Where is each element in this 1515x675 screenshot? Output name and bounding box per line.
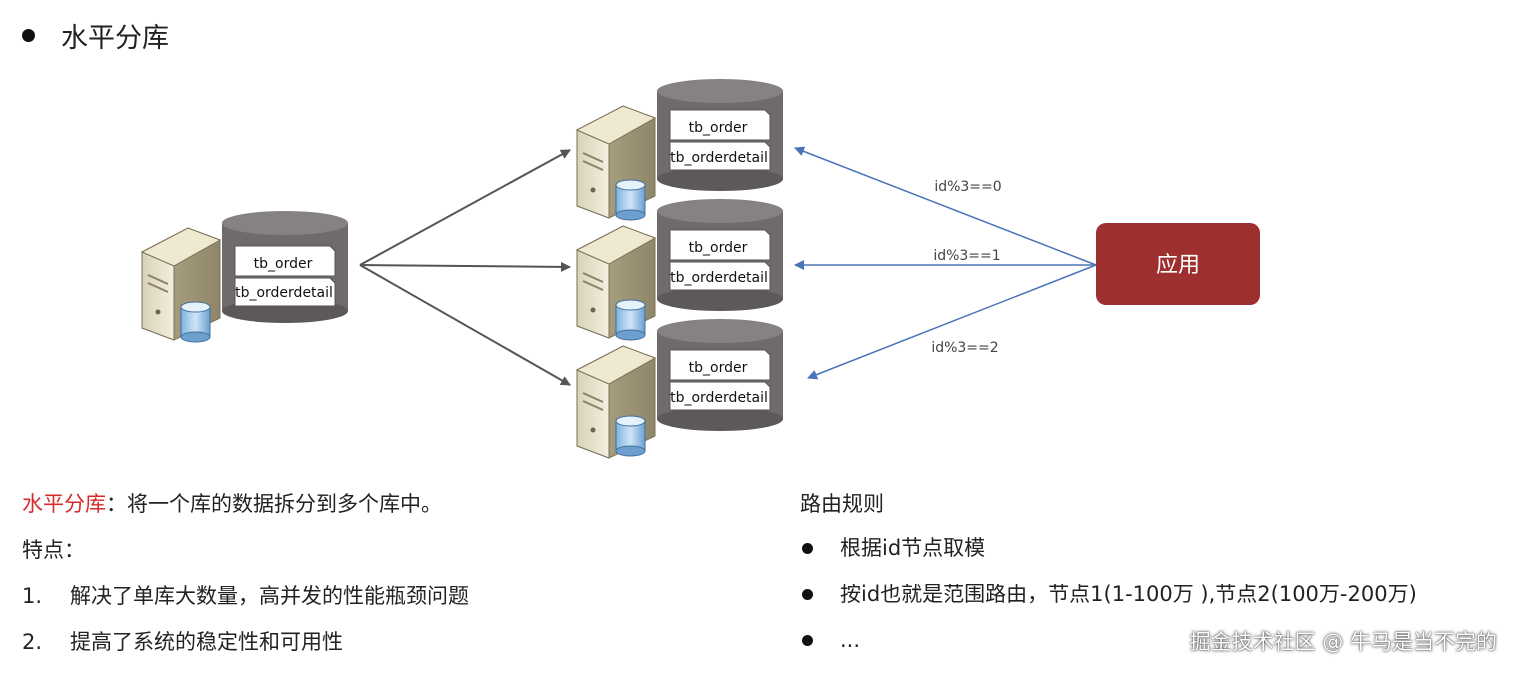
shard-node-0: tb_order tb_orderdetail (575, 79, 783, 221)
feature-item-2: 2. 提高了系统的稳定性和可用性 (22, 632, 343, 653)
route-arrow-0 (794, 146, 1097, 266)
source-db-node: tb_order tb_orderdetail (140, 211, 348, 343)
table-label: tb_order (689, 360, 748, 376)
feature-text: 解决了单库大数量，高并发的性能瓶颈问题 (70, 584, 469, 608)
routing-text: ... (840, 628, 861, 652)
term-highlight: 水平分库 (22, 492, 106, 516)
table-label: tb_order (689, 240, 748, 256)
features-label: 特点： (22, 538, 85, 562)
split-arrow-2 (359, 264, 571, 386)
shard-node-1: tb_order tb_orderdetail (575, 199, 783, 341)
table-card-tb-order: tb_order (234, 245, 336, 277)
list-number: 1. (22, 584, 43, 608)
table-label: tb_order (254, 256, 313, 272)
table-label: tb_orderdetail (670, 150, 768, 166)
routing-item-2: 按id也就是范围路由，节点1(1-100万 ),节点2(100万-200万) (802, 584, 1515, 605)
heading-row: 水平分库 (22, 16, 169, 55)
route-label-1: id%3==1 (933, 248, 1000, 264)
routing-heading: 路由规则 (800, 492, 884, 516)
app-label: 应用 (1156, 253, 1200, 278)
split-arrow-1 (359, 261, 571, 272)
table-label: tb_orderdetail (670, 270, 768, 286)
split-arrow-0 (359, 149, 571, 266)
watermark: 掘金技术社区 @ 牛马是当不完的 (1189, 630, 1497, 654)
bullet-dot (802, 543, 813, 554)
routing-text: 根据id节点取模 (840, 536, 986, 560)
definition-text: ：将一个库的数据拆分到多个库中。 (106, 492, 442, 516)
sharding-diagram: tb_order tb_orderdetail tb_order tb_orde… (140, 79, 1260, 459)
definition-line: 水平分库：将一个库的数据拆分到多个库中。 (22, 494, 442, 515)
routing-text: 按id也就是范围路由，节点1(1-100万 ),节点2(100万-200万) (840, 584, 1417, 605)
app-node: 应用 (1096, 223, 1260, 305)
feature-text: 提高了系统的稳定性和可用性 (70, 630, 343, 654)
routing-item-3: ... (802, 630, 860, 651)
mini-db-icon (180, 301, 211, 343)
table-label: tb_orderdetail (235, 285, 333, 301)
bullet-dot (802, 635, 813, 646)
route-arrow-2 (807, 264, 1097, 380)
page-title: 水平分库 (61, 23, 169, 54)
bullet-dot (802, 589, 813, 600)
table-label: tb_order (689, 120, 748, 136)
feature-item-1: 1. 解决了单库大数量，高并发的性能瓶颈问题 (22, 586, 469, 607)
routing-item-1: 根据id节点取模 (802, 538, 985, 559)
list-number: 2. (22, 630, 43, 654)
route-label-2: id%3==2 (931, 340, 998, 356)
route-label-0: id%3==0 (934, 179, 1001, 195)
shard-node-2: tb_order tb_orderdetail (575, 319, 783, 459)
table-card-tb-orderdetail: tb_orderdetail (234, 277, 336, 307)
bullet-dot (22, 29, 35, 42)
table-label: tb_orderdetail (670, 390, 768, 406)
